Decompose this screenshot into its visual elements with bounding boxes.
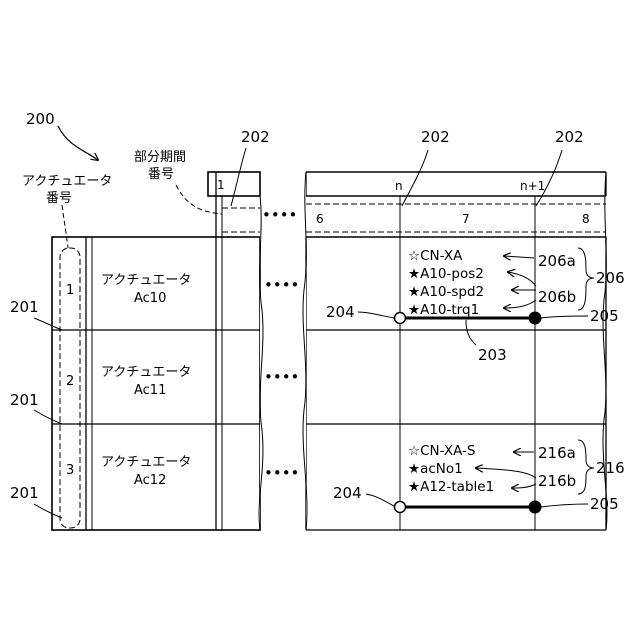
- row-3-number: 3: [66, 463, 74, 478]
- ref-201-row2-leader: [34, 410, 62, 424]
- row-1-id: Ac10: [134, 291, 166, 306]
- row1-signal-0: ☆CN-XA: [408, 248, 463, 264]
- row-3-id: Ac12: [134, 473, 166, 488]
- row1-ref-203-leader: [466, 320, 476, 345]
- ellipsis-row2: ••••: [264, 368, 299, 386]
- ref-202-mid-leader: [402, 150, 428, 206]
- figure-number-arrow: [58, 126, 98, 160]
- row1-ref-205: 205: [590, 307, 619, 325]
- ref-202-left: 202: [241, 128, 270, 146]
- partial-period-number-label-line2: 番号: [148, 167, 174, 182]
- row-3-name: アクチュエータ: [101, 455, 191, 470]
- ref-202-right: 202: [555, 128, 584, 146]
- row1-ref-204: 204: [326, 303, 355, 321]
- ellipsis-header: ••••: [262, 206, 297, 224]
- row1-ref-b: 206b: [538, 288, 576, 306]
- row-2-number: 2: [66, 374, 74, 389]
- row1-signal-3: ★A10-trq1: [408, 302, 479, 318]
- step-7-label: 7: [462, 212, 470, 226]
- row3-ref-205-leader: [541, 504, 588, 507]
- ellipsis-row3: ••••: [264, 464, 299, 482]
- dashed-step-box-left: [222, 208, 260, 232]
- row3-arrow-1: [476, 468, 536, 478]
- row3-brace: [578, 440, 594, 494]
- row1-start-marker: [395, 313, 406, 324]
- actuator-number-label-line2: 番号: [46, 191, 72, 206]
- row1-brace: [578, 248, 594, 310]
- row1-arrow-0: [504, 256, 534, 258]
- ref-201-row2: 201: [10, 391, 39, 409]
- partial-period-number-label-line1: 部分期間: [134, 150, 186, 165]
- row-1-number: 1: [66, 283, 74, 298]
- ref-202-right-leader: [536, 150, 562, 206]
- row-1-name: アクチュエータ: [101, 273, 191, 288]
- ref-202-mid: 202: [421, 128, 450, 146]
- ref-201-row3-leader: [34, 504, 62, 518]
- row3-signal-1: ★acNo1: [408, 461, 463, 477]
- row1-arrow-3: [504, 300, 536, 308]
- row1-signal-2: ★A10-spd2: [408, 284, 484, 300]
- ref-201-row3: 201: [10, 484, 39, 502]
- row-2-name: アクチュエータ: [101, 365, 191, 380]
- row1-ref-a: 206a: [538, 252, 576, 270]
- ellipsis-row1: ••••: [264, 276, 299, 294]
- row3-ref-204-leader: [366, 494, 394, 506]
- row1-ref-203: 203: [478, 346, 507, 364]
- header-period-1-label: 1: [217, 178, 225, 192]
- row3-arrow-2: [512, 484, 536, 488]
- row3-end-marker: [529, 501, 541, 513]
- row3-signal-0: ☆CN-XA-S: [408, 443, 475, 459]
- partial-period-number-leader: [176, 185, 222, 214]
- ref-201-row1-leader: [34, 318, 62, 330]
- row1-end-marker: [529, 312, 541, 324]
- header-period-n1: n+1: [520, 179, 545, 193]
- actuator-number-leader: [62, 205, 68, 248]
- actuator-number-label-line1: アクチュエータ: [22, 174, 112, 189]
- header-period-n: n: [395, 179, 403, 193]
- dashed-step-box-right: [306, 204, 606, 232]
- row3-ref-205: 205: [590, 495, 619, 513]
- ref-201-row1: 201: [10, 298, 39, 316]
- row1-ref-204-leader: [358, 312, 394, 318]
- row1-arrow-1: [508, 272, 536, 286]
- row1-ref-group: 206: [596, 269, 625, 287]
- row1-signal-1: ★A10-pos2: [408, 266, 484, 282]
- row3-start-marker: [395, 502, 406, 513]
- step-6-label: 6: [316, 212, 324, 226]
- row3-ref-b: 216b: [538, 472, 576, 490]
- step-8-label: 8: [582, 212, 590, 226]
- row3-signal-2: ★A12-table1: [408, 479, 494, 495]
- row1-ref-205-leader: [541, 316, 588, 318]
- row3-ref-204: 204: [333, 484, 362, 502]
- row3-ref-group: 216: [596, 459, 625, 477]
- figure-number-label: 200: [26, 110, 55, 128]
- ref-202-left-leader: [231, 148, 246, 206]
- row-2-id: Ac11: [134, 383, 166, 398]
- row3-ref-a: 216a: [538, 444, 576, 462]
